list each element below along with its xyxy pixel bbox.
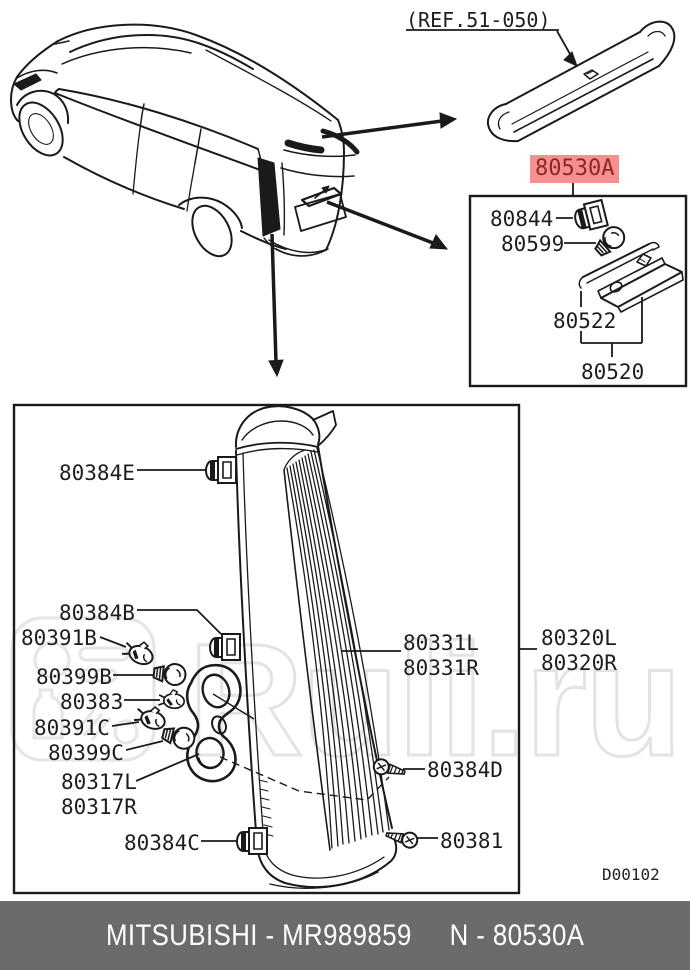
part-label-80384b: 80384B: [59, 601, 135, 625]
ref-label: (REF.51-050): [406, 8, 551, 32]
part-label-80331l: 80331L: [403, 631, 479, 655]
ref-leader: [406, 29, 578, 67]
watermark-text: Ruli.ru: [188, 610, 681, 789]
diagram-code: D00102: [602, 865, 660, 884]
part-label-80317l: 80317L: [61, 770, 137, 794]
part-label-80331r: 80331R: [403, 656, 479, 680]
bulb-socket-icon: [157, 688, 186, 710]
clip-icon: [571, 198, 609, 234]
part-label-80384e: 80384E: [59, 461, 135, 485]
license-lamp-box-border: [468, 194, 688, 388]
bulb-icon: [151, 660, 188, 688]
footer-text: MITSUBISHI - MR989859 N - 80530A: [106, 919, 584, 953]
part-label-80320l: 80320L: [541, 626, 617, 650]
part-label-80381: 80381: [440, 829, 504, 853]
license-box-leader-lines: [556, 217, 643, 357]
footer-bar: MITSUBISHI - MR989859 N - 80530A: [0, 901, 690, 970]
part-label-80522: 80522: [553, 309, 617, 333]
license-lamp-drawing: [578, 241, 684, 313]
footer-brand-part: MITSUBISHI - MR989859: [105, 918, 412, 952]
part-label-80399b: 80399B: [36, 665, 112, 689]
tail-lamp-leader-lines: [99, 469, 537, 842]
clip-icon: [209, 633, 241, 661]
part-label-80317r: 80317R: [61, 795, 137, 819]
part-label-80384d: 80384D: [427, 758, 503, 782]
part-label-80391c: 80391C: [34, 716, 110, 740]
clip-icon: [205, 456, 237, 484]
gasket-plate-drawing: [185, 663, 242, 783]
part-label-80599: 80599: [501, 232, 565, 256]
arrow-to-spoiler: [321, 112, 458, 139]
clip-icon: [236, 827, 268, 855]
roof-spoiler-drawing: [487, 20, 676, 143]
bulb-icon: [159, 721, 198, 752]
bulb-socket-icon: [120, 635, 158, 669]
tail-lamp-drawing: [234, 405, 398, 889]
footer-catalog-ref: N - 80530A: [449, 918, 585, 952]
part-label-80399c: 80399C: [48, 741, 124, 765]
highlight-badge: 80530A: [530, 155, 620, 183]
screw-icon: [371, 756, 408, 781]
arrow-to-license-box: [326, 200, 449, 250]
tail-lamp-hatch-lines: [286, 447, 390, 849]
bulb-socket-icon: [132, 701, 170, 733]
part-label-80520: 80520: [581, 360, 645, 384]
part-label-80320r: 80320R: [541, 651, 617, 675]
arrow-to-tail-lamp-box: [268, 233, 284, 378]
part-label-80391b: 80391B: [21, 626, 97, 650]
part-label-80383: 80383: [60, 690, 124, 714]
car-drawing: [10, 23, 360, 258]
part-label-80384c: 80384C: [124, 831, 200, 855]
part-label-80844: 80844: [490, 207, 554, 231]
screw-icon: [383, 826, 420, 851]
